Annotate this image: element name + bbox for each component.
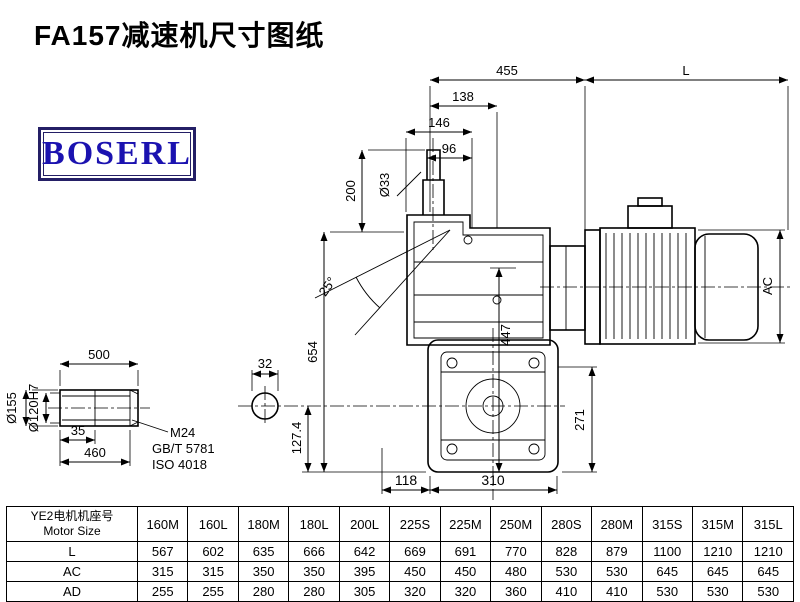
dim-35-label: 35 (71, 423, 85, 438)
table-cell: 410 (540, 581, 593, 602)
table-cell: 642 (338, 541, 391, 562)
table-cell: 315 (187, 561, 239, 582)
table-cell: 530 (540, 561, 593, 582)
table-cell: 530 (742, 581, 794, 602)
table-cell: 645 (742, 561, 794, 582)
table-cell: 410 (591, 581, 643, 602)
table-cell: 320 (389, 581, 441, 602)
dim-460-label: 460 (84, 445, 106, 460)
table-cell: 602 (187, 541, 239, 562)
dim-138-label: 138 (452, 89, 474, 104)
corner-header-en: Motor Size (43, 524, 101, 538)
motor-size-column-header: 315L (742, 506, 794, 542)
dimension-labels: 455 L 138 146 96 200 Ø33 25° 654 447 AC … (4, 63, 775, 488)
dim-L-label: L (682, 63, 689, 78)
motor-size-column-header: 280M (591, 506, 643, 542)
motor-size-column-header: 250M (490, 506, 542, 542)
table-cell: 645 (641, 561, 693, 582)
table-cell: 450 (389, 561, 441, 582)
dim-155-label: Ø155 (4, 392, 19, 424)
table-cell: 315 (136, 561, 189, 582)
corner-header-cn: YE2电机机座号 (30, 509, 114, 523)
motor-outline (549, 197, 759, 345)
logo-text: BOSERL (42, 135, 192, 172)
table-cell: 320 (439, 581, 492, 602)
standard-iso-label: ISO 4018 (152, 457, 207, 472)
dim-127-label: 127.4 (289, 422, 304, 455)
dim-654-label: 654 (305, 341, 320, 363)
page-title: FA157减速机尺寸图纸 (34, 20, 325, 51)
table-cell: 879 (591, 541, 643, 562)
table-cell: 1210 (691, 541, 744, 562)
dim-32-label: 32 (258, 356, 272, 371)
dim-447-label: 447 (498, 324, 513, 346)
table-cell: 770 (490, 541, 542, 562)
thread-m24-label: M24 (170, 425, 195, 440)
table-cell: 1100 (641, 541, 693, 562)
motor-size-column-header: 180L (288, 506, 340, 542)
dim-500-label: 500 (88, 347, 110, 362)
row-label: AD (6, 581, 138, 602)
table-cell: 635 (237, 541, 290, 562)
table-cell: 255 (187, 581, 239, 602)
motor-size-column-header: 200L (338, 506, 391, 542)
motor-size-column-header: 315M (691, 506, 744, 542)
table-cell: 530 (641, 581, 693, 602)
table-cell: 530 (591, 561, 643, 582)
motor-size-column-header: 315S (641, 506, 693, 542)
standard-gbt-label: GB/T 5781 (152, 441, 215, 456)
table-cell: 1210 (742, 541, 794, 562)
motor-size-column-header: 160L (187, 506, 239, 542)
table-cell: 305 (338, 581, 391, 602)
motor-size-column-header: 160M (136, 506, 189, 542)
table-cell: 350 (237, 561, 290, 582)
dim-200-label: 200 (343, 180, 358, 202)
logo: BOSERL (38, 127, 196, 181)
table-cell: 450 (439, 561, 492, 582)
dim-310-label: 310 (481, 472, 505, 488)
shaft-side-view (59, 389, 279, 427)
table-cell: 360 (490, 581, 542, 602)
dimension-lines (22, 76, 789, 494)
dim-120H7-label: Ø120H7 (26, 384, 41, 432)
row-label: AC (6, 561, 138, 582)
table-cell: 691 (439, 541, 492, 562)
table-cell: 280 (237, 581, 290, 602)
table-cell: 567 (136, 541, 189, 562)
table-cell: 350 (288, 561, 340, 582)
row-label: L (6, 541, 138, 562)
dim-455-label: 455 (496, 63, 518, 78)
table-cell: 255 (136, 581, 189, 602)
dim-146-label: 146 (428, 115, 450, 130)
motor-size-column-header: 180M (237, 506, 290, 542)
table-cell: 395 (338, 561, 391, 582)
dim-96-label: 96 (442, 141, 456, 156)
motor-size-column-header: 280S (540, 506, 593, 542)
dim-33-label: Ø33 (377, 173, 392, 198)
table-corner-header: YE2电机机座号 Motor Size (6, 506, 138, 542)
table-cell: 280 (288, 581, 340, 602)
dim-25deg-label: 25° (316, 274, 340, 299)
motor-size-column-header: 225M (439, 506, 492, 542)
motor-size-column-header: 225S (389, 506, 441, 542)
table-cell: 645 (691, 561, 744, 582)
table-cell: 530 (691, 581, 744, 602)
dim-AC-label: AC (760, 277, 775, 295)
centerlines (48, 138, 792, 500)
table-cell: 480 (490, 561, 542, 582)
dim-271-label: 271 (572, 409, 587, 431)
table-cell: 669 (389, 541, 441, 562)
table-cell: 666 (288, 541, 340, 562)
table-cell: 828 (540, 541, 593, 562)
dim-118-label: 118 (395, 472, 418, 488)
